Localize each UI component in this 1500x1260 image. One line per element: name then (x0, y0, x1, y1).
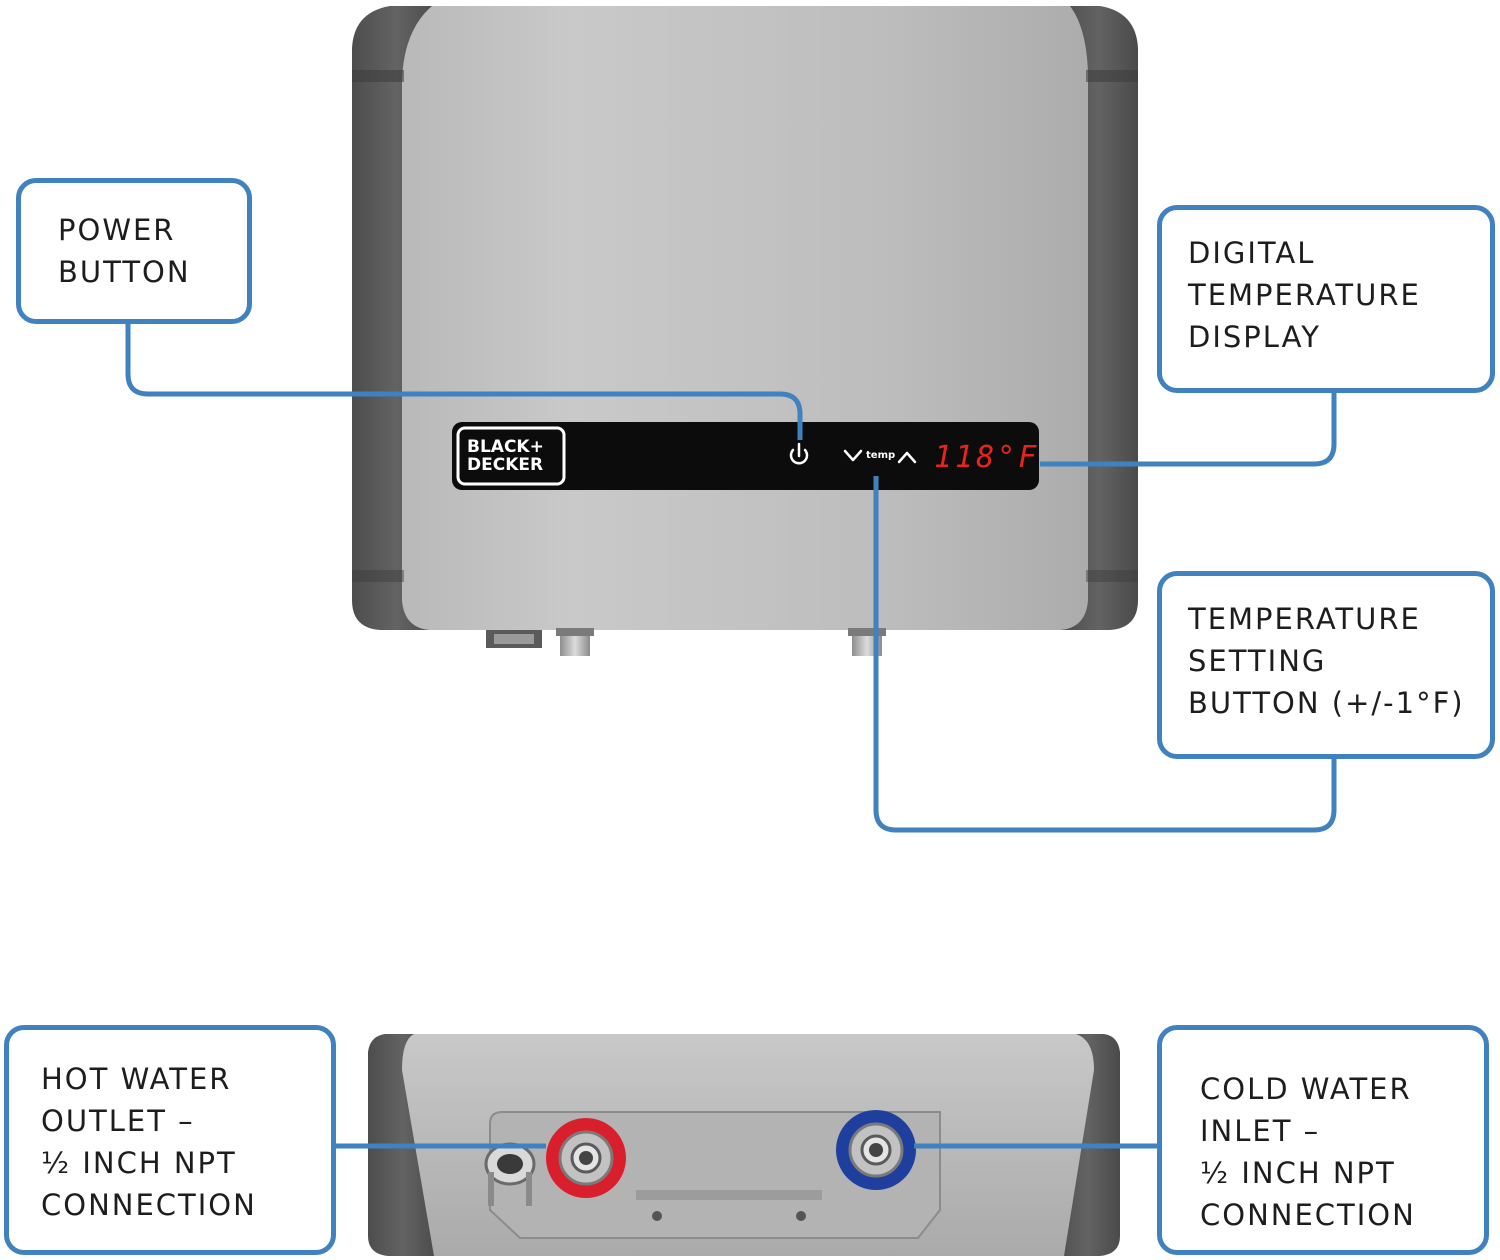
front-panel-body (402, 6, 1088, 630)
temp-setting-leader (873, 476, 1337, 833)
chevron-down-icon[interactable] (843, 449, 863, 462)
callout-temp-setting-line-3: BUTTON (+/-1°F) (1188, 686, 1465, 720)
power-icon[interactable] (789, 442, 809, 465)
callout-temp-setting: TEMPERATURE SETTING BUTTON (+/-1°F) (1157, 571, 1495, 759)
chevron-up-icon[interactable] (897, 451, 917, 464)
callout-hot-outlet-line-4: CONNECTION (41, 1188, 257, 1222)
callout-cold-inlet-line-1: COLD WATER (1200, 1072, 1412, 1106)
callout-power-button-line-2: BUTTON (58, 255, 191, 289)
callout-temp-setting-line-1: TEMPERATURE (1188, 602, 1421, 636)
power-button-leader (125, 320, 803, 440)
callout-digital-display-line-2: TEMPERATURE (1188, 278, 1421, 312)
callout-cold-inlet-line-4: CONNECTION (1200, 1198, 1416, 1232)
callout-digital-display-line-1: DIGITAL (1188, 236, 1316, 270)
callout-digital-display: DIGITAL TEMPERATURE DISPLAY (1157, 205, 1495, 393)
brand-logo-text: BLACK+ DECKER (467, 438, 544, 474)
heater-bottom-view (368, 1034, 1120, 1256)
callout-cold-inlet: COLD WATER INLET – ½ INCH NPT CONNECTION (1157, 1025, 1489, 1255)
cold-water-inlet-fitting (836, 1110, 916, 1190)
temp-button-label: temp (866, 450, 896, 461)
callout-cold-inlet-line-3: ½ INCH NPT (1200, 1156, 1396, 1190)
callout-hot-outlet: HOT WATER OUTLET – ½ INCH NPT CONNECTION (4, 1025, 336, 1255)
callout-digital-display-line-3: DISPLAY (1188, 320, 1321, 354)
callout-temp-setting-line-2: SETTING (1188, 644, 1327, 678)
callout-power-button: POWER BUTTON (16, 178, 252, 324)
callout-hot-outlet-line-3: ½ INCH NPT (41, 1146, 237, 1180)
brand-logo-badge (456, 426, 566, 486)
callout-cold-inlet-line-2: INLET – (1200, 1114, 1321, 1148)
temperature-readout: 118°F (934, 440, 1040, 475)
heater-front-view (352, 6, 1138, 656)
callout-hot-outlet-line-2: OUTLET – (41, 1104, 195, 1138)
brand-logo-line-2: DECKER (467, 455, 544, 475)
digital-display-leader (1040, 388, 1337, 467)
hot-water-outlet-fitting (546, 1118, 626, 1198)
control-panel-strip (452, 422, 1039, 490)
callout-hot-outlet-line-1: HOT WATER (41, 1062, 232, 1096)
callout-power-button-line-1: POWER (58, 213, 176, 247)
brand-logo-line-1: BLACK+ (467, 437, 544, 457)
